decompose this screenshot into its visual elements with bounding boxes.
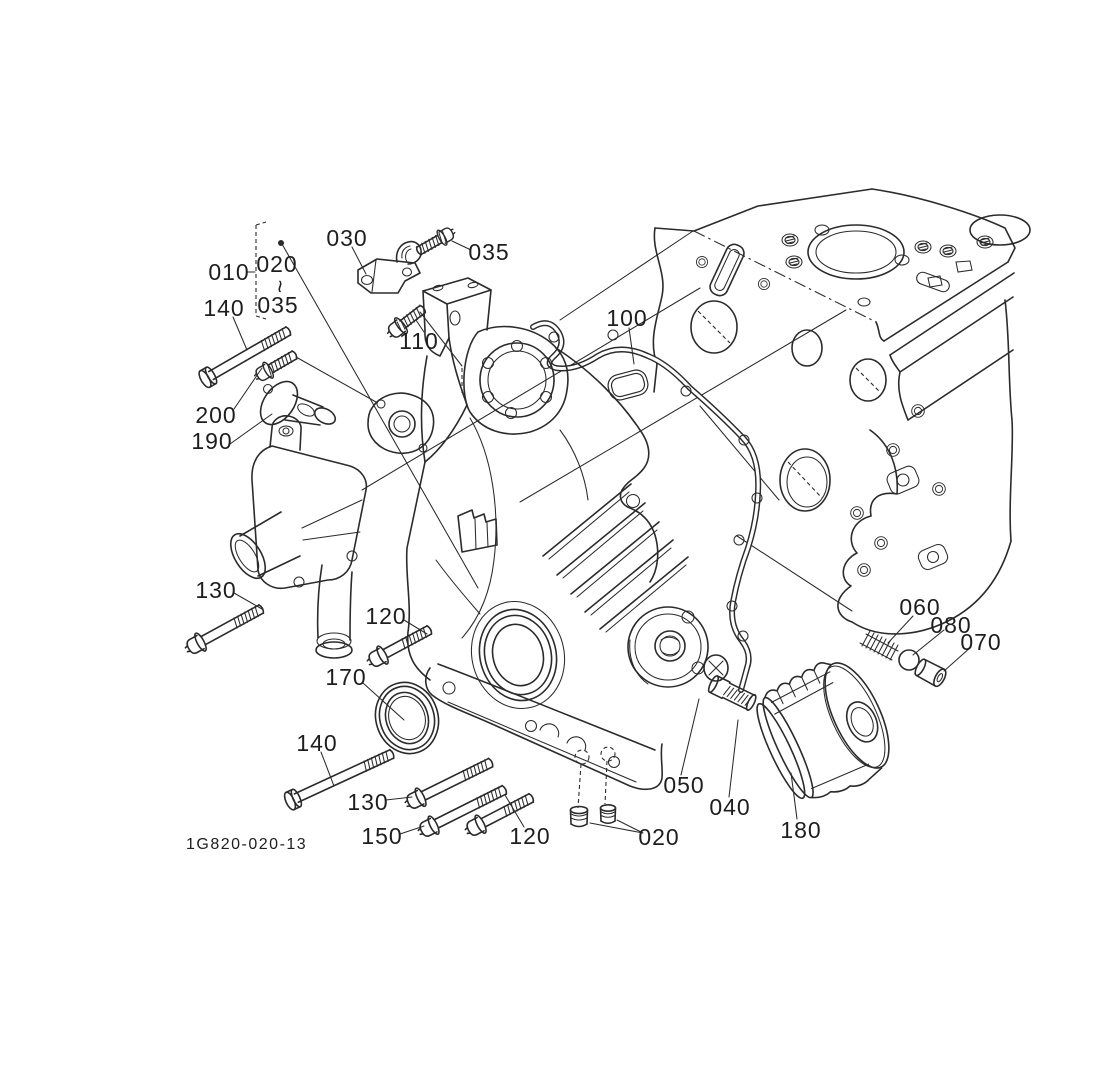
relief-valve-spring-drawing	[859, 630, 899, 661]
range-tilde: ~	[267, 280, 293, 294]
bolt-110-drawing	[382, 304, 427, 344]
callout-200[interactable]: 200	[195, 402, 236, 428]
callout-110[interactable]: 110	[399, 328, 439, 354]
stud-140-top-drawing	[195, 326, 292, 391]
callout-035-range-end[interactable]: 035	[257, 292, 298, 318]
callout-070[interactable]: 070	[960, 629, 1001, 655]
callout-140-top[interactable]: 140	[203, 295, 244, 321]
callout-140-bottom[interactable]: 140	[296, 730, 337, 756]
oil-pan-rail	[424, 663, 664, 809]
plug-020-b-drawing	[599, 803, 617, 825]
bolt-200-drawing	[250, 350, 298, 386]
callout-040[interactable]: 040	[709, 794, 750, 820]
callout-180[interactable]: 180	[780, 817, 821, 843]
callout-020[interactable]: 020	[638, 824, 679, 850]
projection-lines	[295, 230, 853, 612]
callout-190[interactable]: 190	[191, 428, 232, 454]
gasket-drawing	[533, 323, 763, 690]
bracket-drawing	[357, 240, 422, 294]
water-pump-drawing	[229, 415, 368, 659]
callout-130-left[interactable]: 130	[195, 577, 236, 603]
callout-010[interactable]: 010	[208, 259, 249, 285]
callout-050[interactable]: 050	[663, 772, 704, 798]
speed-sensor-drawing	[259, 380, 337, 426]
bolt-120-bottom-drawing	[460, 792, 535, 842]
bolt-130-bottom-drawing	[401, 757, 494, 815]
leader-lines	[229, 221, 972, 835]
callout-060[interactable]: 060	[899, 594, 940, 620]
filter-union-drawing	[703, 654, 729, 682]
callout-150[interactable]: 150	[361, 823, 402, 849]
callout-030[interactable]: 030	[326, 225, 367, 251]
bolt-130-left-drawing	[180, 604, 265, 660]
plug-020-a-drawing	[569, 805, 589, 828]
callout-120-bottom[interactable]: 120	[509, 823, 550, 849]
relief-valve-ball-drawing	[898, 649, 920, 671]
callout-130-bottom[interactable]: 130	[347, 789, 388, 815]
relief-valve-plug-drawing	[914, 658, 947, 688]
oil-filter-mount	[627, 606, 709, 688]
callout-100[interactable]: 100	[606, 305, 647, 331]
callout-080[interactable]: 080	[930, 612, 971, 638]
drawing-code: 1G820-020-13	[186, 836, 307, 853]
oil-seal-drawing	[374, 681, 440, 755]
bolt-150-drawing	[413, 784, 508, 843]
gear-case-cover-drawing	[367, 277, 709, 809]
filter-nipple-drawing	[707, 675, 757, 712]
engine-block-drawing	[652, 188, 1031, 635]
callout-020-range-start[interactable]: 020	[256, 251, 297, 277]
callout-170[interactable]: 170	[325, 664, 366, 690]
oil-filter-drawing	[756, 661, 890, 800]
bolt-035-drawing	[415, 222, 459, 256]
stud-140-bottom-drawing	[281, 748, 395, 813]
cover-ribs	[542, 483, 689, 633]
callout-035[interactable]: 035	[468, 239, 509, 265]
callout-120-mid[interactable]: 120	[365, 603, 406, 629]
